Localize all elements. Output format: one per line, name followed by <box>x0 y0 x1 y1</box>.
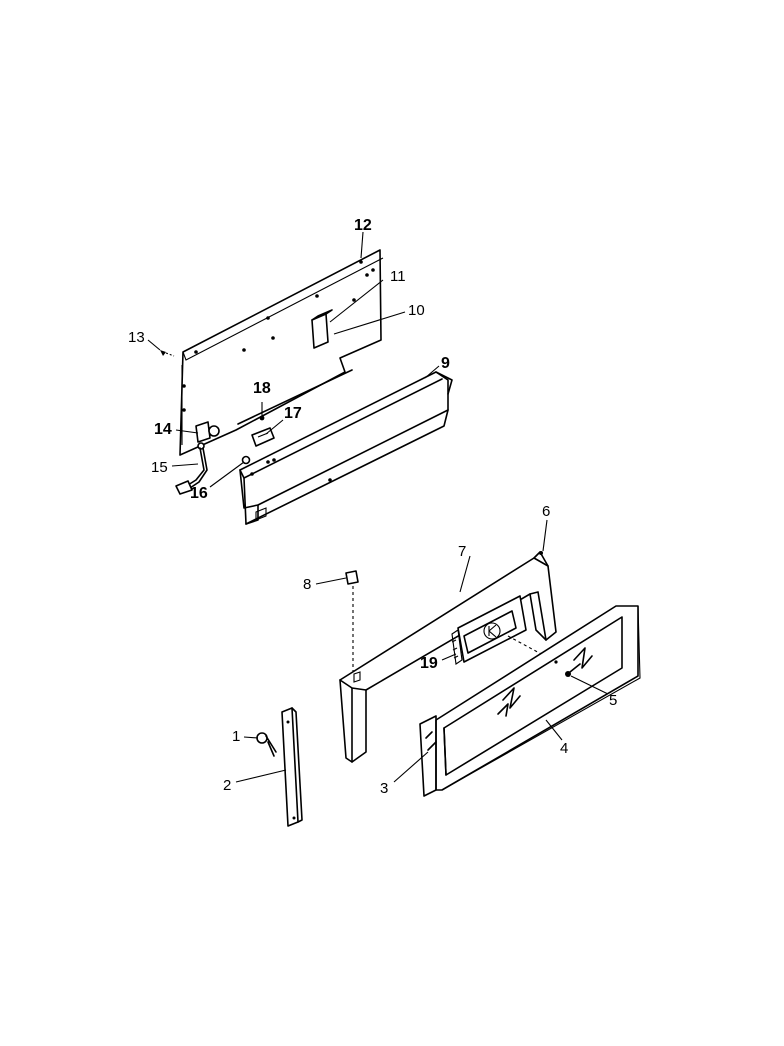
part-16-grommet <box>241 455 251 465</box>
part-8-clip <box>345 570 359 680</box>
part-1-knob <box>256 732 277 757</box>
part-15-wire-harness <box>175 447 208 495</box>
part-14-switch <box>195 421 220 450</box>
callout-4: 4 <box>560 740 568 757</box>
callout-6: 6 <box>542 503 550 520</box>
part-3-glass <box>419 715 437 797</box>
part-9-trim-channel <box>239 371 453 525</box>
callout-12: 12 <box>354 217 372 234</box>
callout-7: 7 <box>458 543 466 560</box>
callout-2: 2 <box>223 777 231 794</box>
callout-19: 19 <box>420 655 438 672</box>
callout-16: 16 <box>190 485 208 502</box>
part-2-side-trim <box>281 707 303 827</box>
callout-13: 13 <box>128 329 145 346</box>
callout-5: 5 <box>609 692 617 709</box>
callout-15: 15 <box>151 459 168 476</box>
part-6-screw <box>539 551 543 555</box>
callout-17: 17 <box>284 405 302 422</box>
callout-8: 8 <box>303 576 311 593</box>
part-13-screw <box>160 350 175 357</box>
leader-lines <box>147 231 609 783</box>
part-19-display-board <box>451 595 557 665</box>
callout-3: 3 <box>380 780 388 797</box>
callout-1: 1 <box>232 728 240 745</box>
callout-9: 9 <box>441 355 450 372</box>
part-5-fastener <box>554 660 571 677</box>
callout-11: 11 <box>390 268 406 285</box>
callout-14: 14 <box>154 421 172 438</box>
callout-18: 18 <box>253 380 271 397</box>
part-11-bracket <box>311 309 333 349</box>
callout-10: 10 <box>408 302 425 319</box>
part-18-screw <box>259 402 265 421</box>
part-12-back-panel <box>179 249 384 456</box>
callout-labels: 12 11 10 9 13 18 17 14 15 16 6 7 8 19 5 … <box>128 217 617 797</box>
